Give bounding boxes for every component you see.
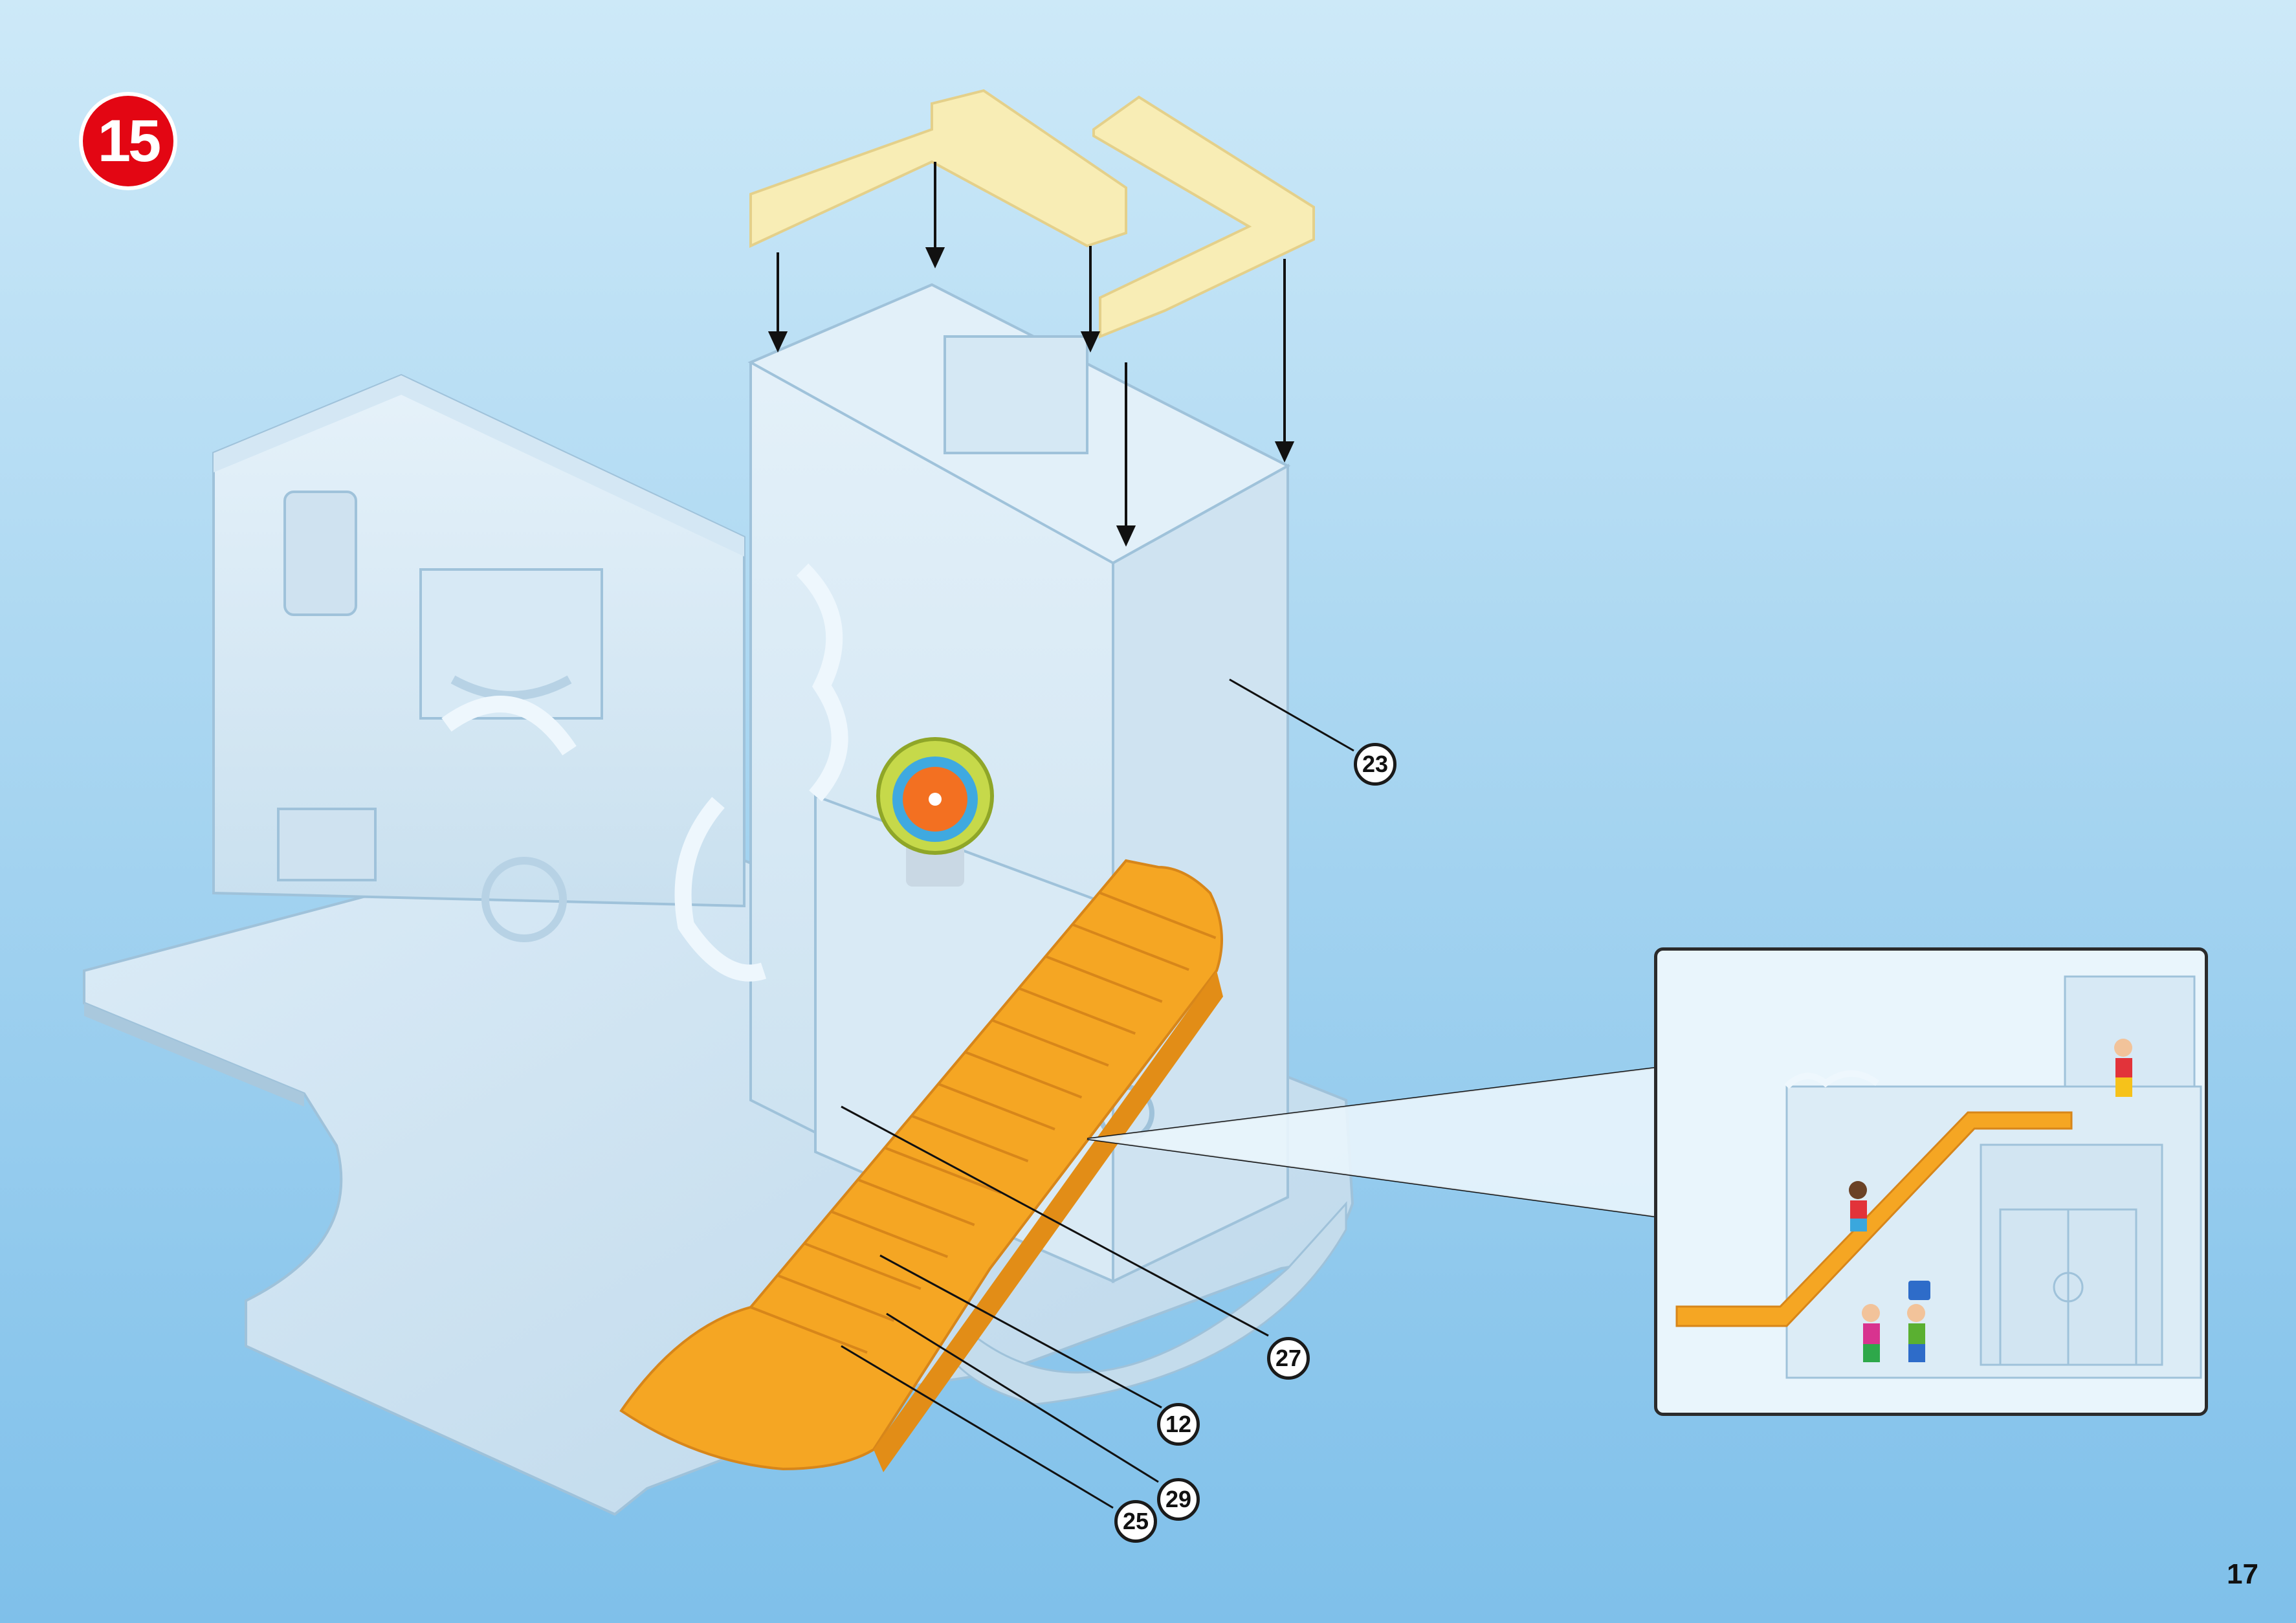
part-label-25: 25 bbox=[1114, 1500, 1157, 1543]
page-number: 17 bbox=[2227, 1558, 2258, 1591]
figure-middle bbox=[1849, 1181, 1867, 1231]
step-number-badge: 15 bbox=[83, 96, 173, 186]
part-label-23: 23 bbox=[1354, 743, 1396, 786]
part-label-29: 29 bbox=[1157, 1478, 1200, 1521]
figure-bottom-left bbox=[1862, 1304, 1880, 1362]
arrow-head bbox=[770, 333, 786, 349]
detail-inset bbox=[1654, 947, 2208, 1416]
top-rail-left bbox=[751, 91, 1126, 246]
part-label-27: 27 bbox=[1267, 1337, 1310, 1380]
left-wall-frame bbox=[214, 375, 744, 938]
figure-top bbox=[2114, 1039, 2132, 1097]
arrow-head bbox=[927, 248, 943, 265]
part-label-12: 12 bbox=[1157, 1403, 1200, 1446]
inset-illustration bbox=[1657, 951, 2208, 1416]
arrow-head bbox=[1277, 443, 1292, 459]
